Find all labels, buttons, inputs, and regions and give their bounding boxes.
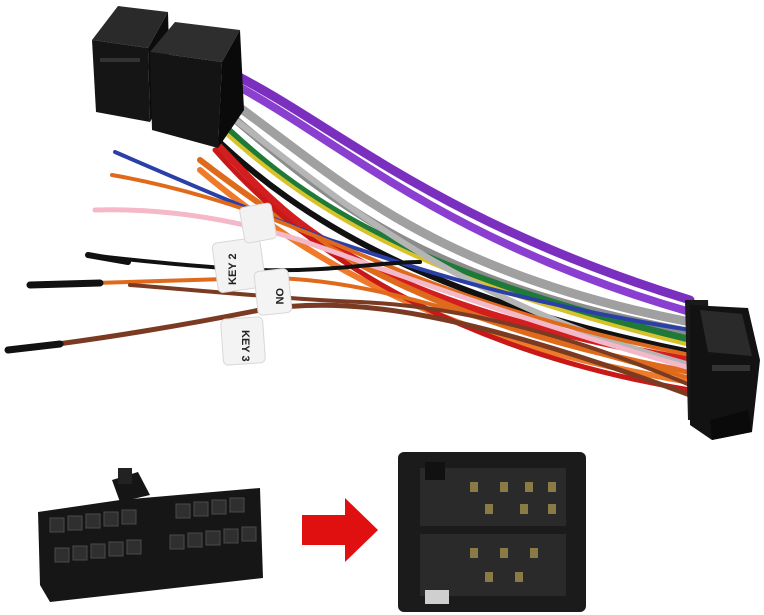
wire-yellow xyxy=(218,126,692,347)
pin-row-bottom xyxy=(54,526,257,563)
tag-key3-label: KEY 3 xyxy=(239,330,251,362)
tag-on-label: ON xyxy=(273,288,285,305)
wire-tags: KEY 2 ON KEY 3 xyxy=(211,202,293,366)
wire-bundle xyxy=(4,65,695,398)
wire-red-2 xyxy=(212,147,693,393)
wire-end-black-2 xyxy=(26,279,104,289)
wire-brown-loose-1 xyxy=(128,283,692,387)
wire-purple-1 xyxy=(220,65,695,305)
tag-on: ON xyxy=(253,268,293,316)
iso-pins-bottom xyxy=(470,548,538,582)
wire-end-black-3 xyxy=(85,252,131,265)
right-connector xyxy=(685,300,760,440)
wire-purple-2 xyxy=(226,78,694,316)
wire-orange-loose-2 xyxy=(28,275,692,380)
wire-black-1 xyxy=(209,132,693,355)
pin-row-top xyxy=(49,497,245,533)
arrow-icon xyxy=(302,498,378,562)
tag-key2: KEY 2 xyxy=(211,237,267,293)
iso-pins-top xyxy=(470,482,556,514)
tag-small xyxy=(239,202,277,244)
left-connector xyxy=(92,6,244,148)
pin-connector-face xyxy=(38,468,263,602)
wire-blue-loose xyxy=(113,150,692,332)
iso-connector-face xyxy=(398,452,586,612)
wire-orange-loose-1 xyxy=(110,173,692,357)
wire-pink-loose xyxy=(92,207,693,371)
tag-key3: KEY 3 xyxy=(220,316,266,366)
tag-key2-label: KEY 2 xyxy=(227,253,239,285)
wire-end-black-1 xyxy=(4,340,64,354)
wire-gray-1 xyxy=(217,90,695,327)
